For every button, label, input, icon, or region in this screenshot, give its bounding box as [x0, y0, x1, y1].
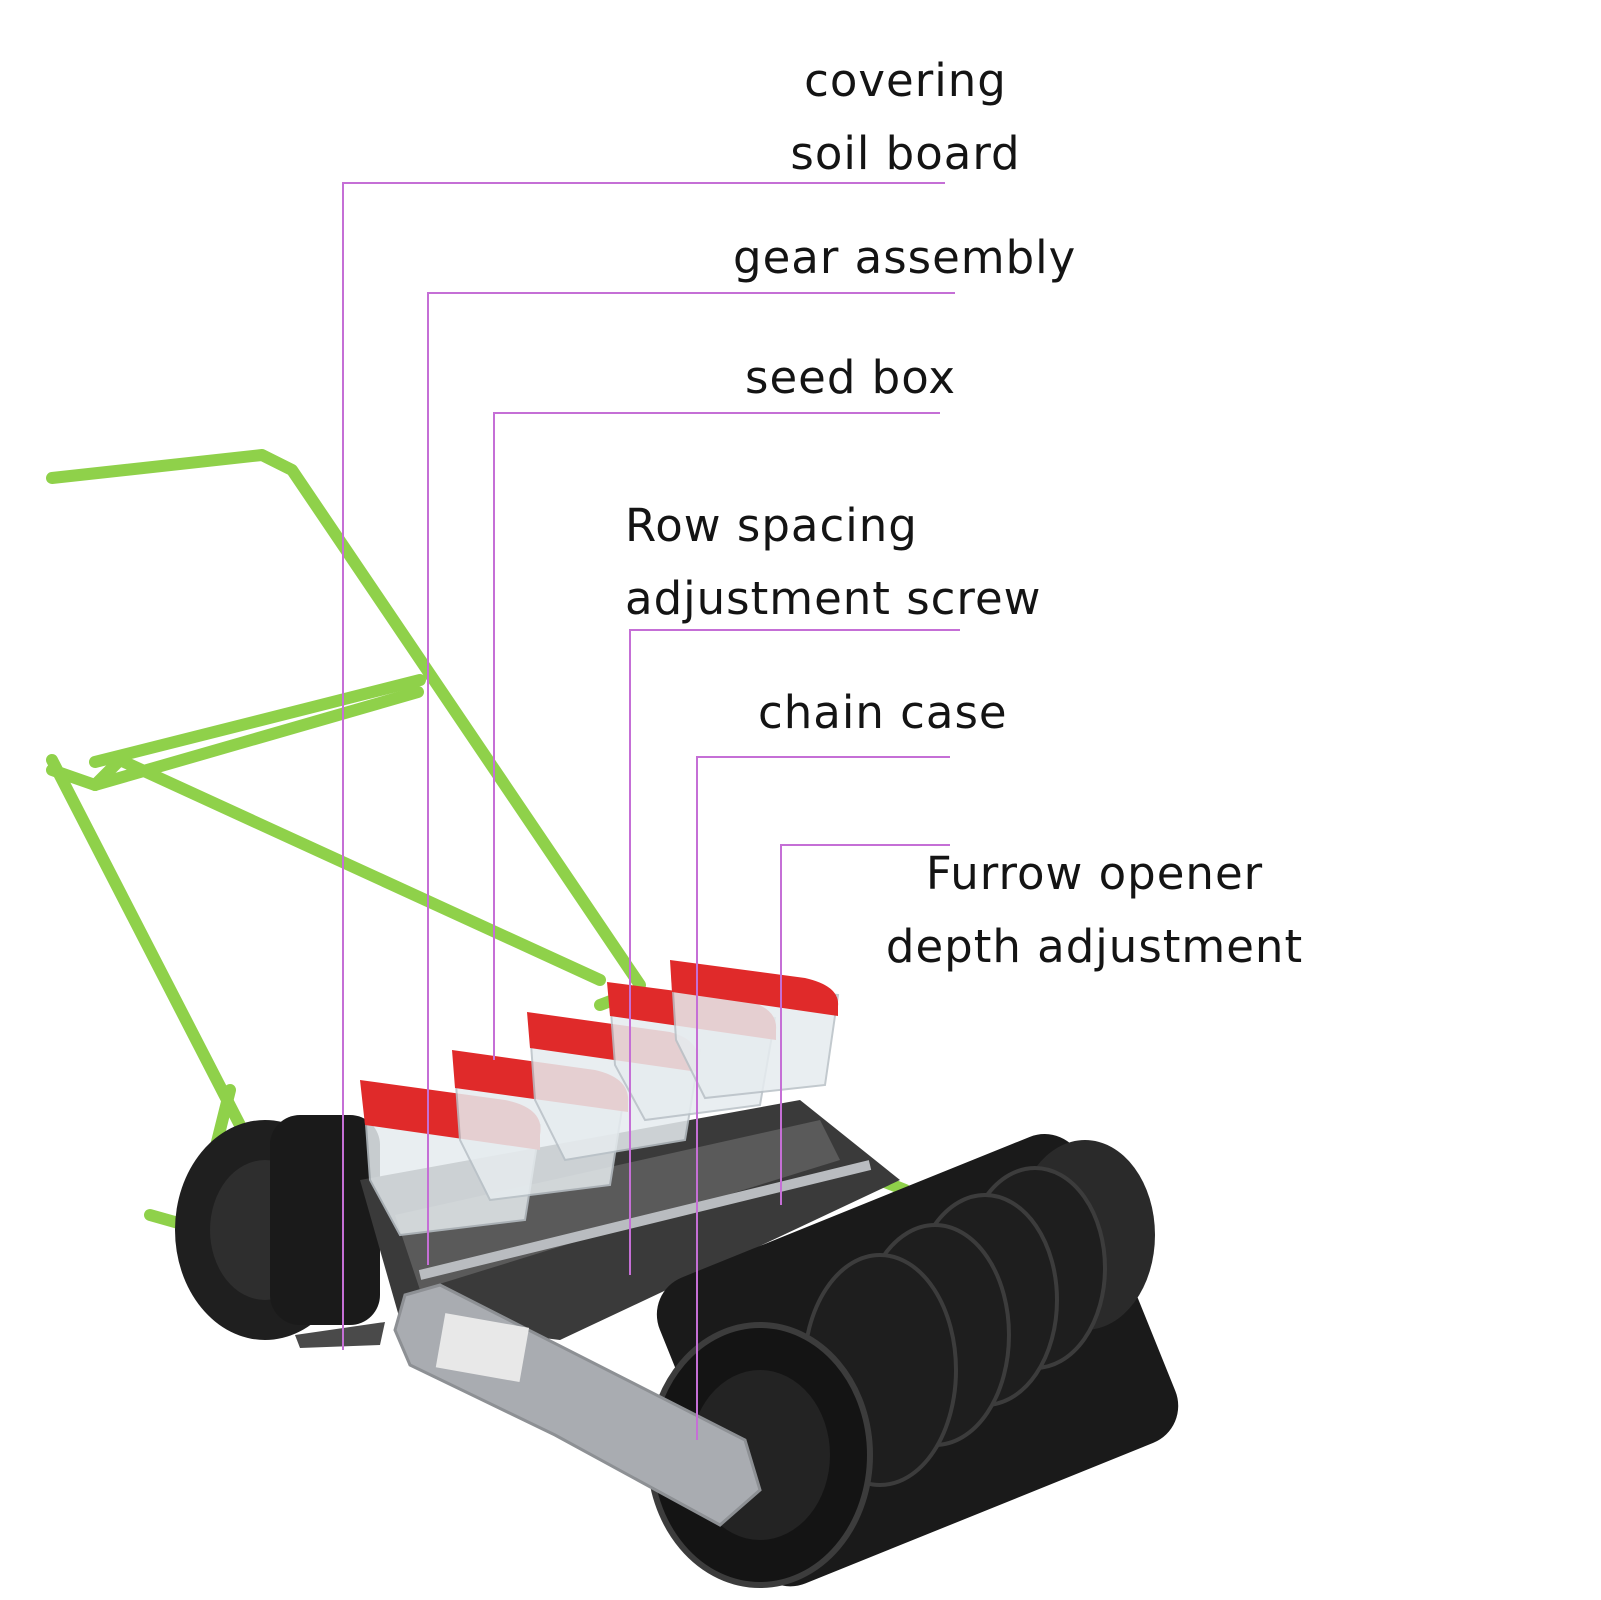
label-line: covering [804, 54, 1007, 107]
leader-seed-box [493, 412, 940, 1060]
seed-box-5 [670, 960, 840, 1100]
front-rollers [647, 1134, 1179, 1588]
label-line: chain case [758, 686, 1008, 739]
seed-boxes [360, 960, 840, 1237]
label-gear-assembly: gear assembly [733, 222, 1076, 295]
label-line: depth adjustment [885, 919, 1304, 973]
label-line: soil board [790, 126, 1021, 180]
leader-furrow-opener [780, 844, 950, 1205]
label-row-spacing-screw: Row spacing adjustment screw [625, 490, 1041, 636]
leader-chain-case [696, 756, 950, 1440]
label-line: Row spacing [625, 499, 918, 552]
rear-wheel [175, 1115, 380, 1340]
label-line: Furrow opener [925, 847, 1264, 900]
label-line: seed box [745, 351, 957, 404]
label-seed-box: seed box [745, 342, 956, 415]
leader-lines [342, 182, 960, 1440]
label-chain-case: chain case [758, 677, 1008, 750]
chain-case-sticker [435, 1313, 530, 1383]
covering-soil-board [295, 1322, 385, 1348]
label-covering-soil-board: covering soil board [773, 45, 1038, 191]
label-furrow-opener-depth: Furrow opener depth adjustment [862, 838, 1327, 984]
label-line: adjustment screw [625, 571, 1042, 625]
leader-row-spacing [629, 629, 960, 1275]
leader-gear-assembly [427, 292, 955, 1265]
label-line: gear assembly [733, 231, 1077, 284]
leader-covering-soil-board [342, 182, 945, 1350]
